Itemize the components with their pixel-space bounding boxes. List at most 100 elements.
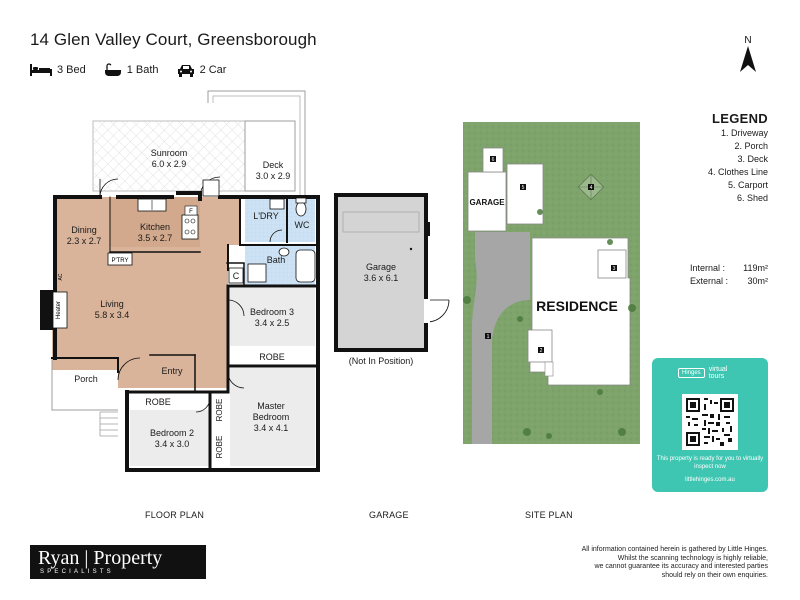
bedroom2-robe <box>131 395 186 410</box>
bath-basin <box>278 247 290 257</box>
qr-code[interactable] <box>682 394 738 450</box>
porch-label: Porch <box>74 374 98 384</box>
kitchen-name: Kitchen <box>140 222 170 232</box>
property-specs: 3 Bed 1 Bath 2 Car <box>30 61 238 79</box>
disclaimer-line: Whilst the scanning technology is highly… <box>617 554 768 562</box>
legend-item: 4. Clothes Line <box>707 167 768 177</box>
robe-vertical-label-2: ROBE <box>215 436 224 459</box>
garage-name: Garage <box>366 262 396 272</box>
floor-plan: Heater AC F P'TRY <box>40 90 320 472</box>
cooktop <box>181 214 199 240</box>
agency-name: Ryan | Property <box>38 547 163 569</box>
dining-size: 2.3 x 2.7 <box>67 236 102 246</box>
agency-subtitle: SPECIALISTS <box>40 569 114 575</box>
wc-toilet <box>295 201 307 217</box>
legend-title: LEGEND <box>712 111 768 126</box>
dining-name: Dining <box>71 225 97 235</box>
disclaimer-line: should rely on their own enquiries. <box>661 571 768 579</box>
laundry-tub <box>269 198 285 210</box>
carport <box>506 163 544 225</box>
robe-vertical-1 <box>211 395 227 425</box>
porch-steps <box>99 411 118 437</box>
deck <box>207 90 306 200</box>
laundry-label: L'DRY <box>253 211 279 221</box>
site-plan-caption: SITE PLAN <box>525 510 573 520</box>
virtual-tour-card[interactable]: Hinges virtual tours This property is re… <box>652 358 768 492</box>
garage-note: (Not In Position) <box>349 356 414 366</box>
bath-vanity <box>247 263 267 283</box>
car-icon <box>177 64 194 77</box>
robe-vertical-2 <box>211 428 227 466</box>
legend-item: 2. Porch <box>734 141 768 151</box>
deck-site <box>597 249 627 279</box>
disclaimer: All information contained herein is gath… <box>508 546 768 580</box>
ac-label: AC <box>58 273 64 280</box>
bed-icon <box>30 64 52 76</box>
external-area-label: External : <box>690 276 729 286</box>
external-area-value: 30m² <box>747 276 768 286</box>
beds-spec: 3 Bed <box>30 64 86 76</box>
pantry-box <box>107 252 133 266</box>
heater-unit <box>40 290 56 330</box>
site-marker-5: 5 <box>522 185 525 191</box>
bedroom3-robe <box>230 346 315 366</box>
porch-site <box>527 329 553 363</box>
garage-plan: Garage 3.6 x 6.1 (Not In Position) <box>334 193 450 366</box>
virtual-word: virtual <box>708 366 728 373</box>
legend-item: 6. Shed <box>736 193 768 203</box>
site-plan: 1 2 3 4 5 6 GARAGE RESIDENCE <box>463 122 640 444</box>
internal-area-value: 119m² <box>743 263 768 273</box>
heater-label: Heater <box>56 301 62 319</box>
living-name: Living <box>100 299 124 309</box>
garage-caption: GARAGE <box>369 510 409 520</box>
floor-plan-caption: FLOOR PLAN <box>145 510 205 520</box>
cupboard-label: C <box>233 271 240 281</box>
north-label: N <box>744 35 751 46</box>
internal-area-label: Internal : <box>690 263 726 273</box>
fridge-label: F <box>189 209 193 215</box>
master-floor <box>230 368 315 466</box>
deck-name: Deck <box>263 160 284 170</box>
legend-item: 5. Carport <box>727 180 768 190</box>
bedroom2-name: Bedroom 2 <box>150 428 194 438</box>
virtual-tour-link[interactable]: littlehinges.com.au <box>685 477 735 483</box>
virtual-tour-logo: Hinges virtual tours <box>678 366 727 380</box>
baths-label: 1 Bath <box>126 64 159 76</box>
north-arrow-icon: N <box>740 35 756 72</box>
sunroom <box>92 120 246 192</box>
pantry-label: P'TRY <box>111 258 128 264</box>
site-marker-3: 3 <box>613 266 616 272</box>
tours-word: tours <box>708 373 725 380</box>
sunroom-name: Sunroom <box>151 148 188 158</box>
cupboard-box <box>228 267 244 284</box>
site-garage-label: GARAGE <box>469 198 505 207</box>
virtual-tours-text: virtual tours <box>709 366 728 380</box>
residence-label: RESIDENCE <box>536 298 618 314</box>
hinges-badge: Hinges <box>678 368 705 378</box>
property-address: 14 Glen Valley Court, Greensborough <box>30 30 317 49</box>
garage-size: 3.6 x 6.1 <box>364 273 399 283</box>
north-compass: N <box>734 34 762 74</box>
living-size: 5.8 x 3.4 <box>95 310 130 320</box>
sunroom-size: 6.0 x 2.9 <box>152 159 187 169</box>
bedroom3-floor <box>230 288 315 346</box>
internal-area-row: Internal : 119m² <box>690 262 768 275</box>
entry-label: Entry <box>161 366 183 376</box>
master-size: 3.4 x 4.1 <box>254 423 289 433</box>
porch-outline <box>51 358 118 411</box>
qr-code-icon <box>686 398 734 446</box>
kitchen-size: 3.5 x 2.7 <box>138 233 173 243</box>
agency-logo[interactable]: Ryan | Property SPECIALISTS <box>30 545 206 579</box>
external-area-row: External : 30m² <box>690 275 768 288</box>
virtual-tour-text: This property is ready for you to virtua… <box>656 456 764 470</box>
bedroom3-name: Bedroom 3 <box>250 307 294 317</box>
master-name: Master <box>257 401 285 411</box>
baths-spec: 1 Bath <box>104 63 159 77</box>
deck-size: 3.0 x 2.9 <box>256 171 291 181</box>
bedroom3-size: 3.4 x 2.5 <box>255 318 290 328</box>
heater-inner <box>52 291 68 329</box>
site-marker-2: 2 <box>540 348 543 354</box>
legend-item: 1. Driveway <box>720 128 768 138</box>
site-marker-1: 1 <box>487 334 490 340</box>
